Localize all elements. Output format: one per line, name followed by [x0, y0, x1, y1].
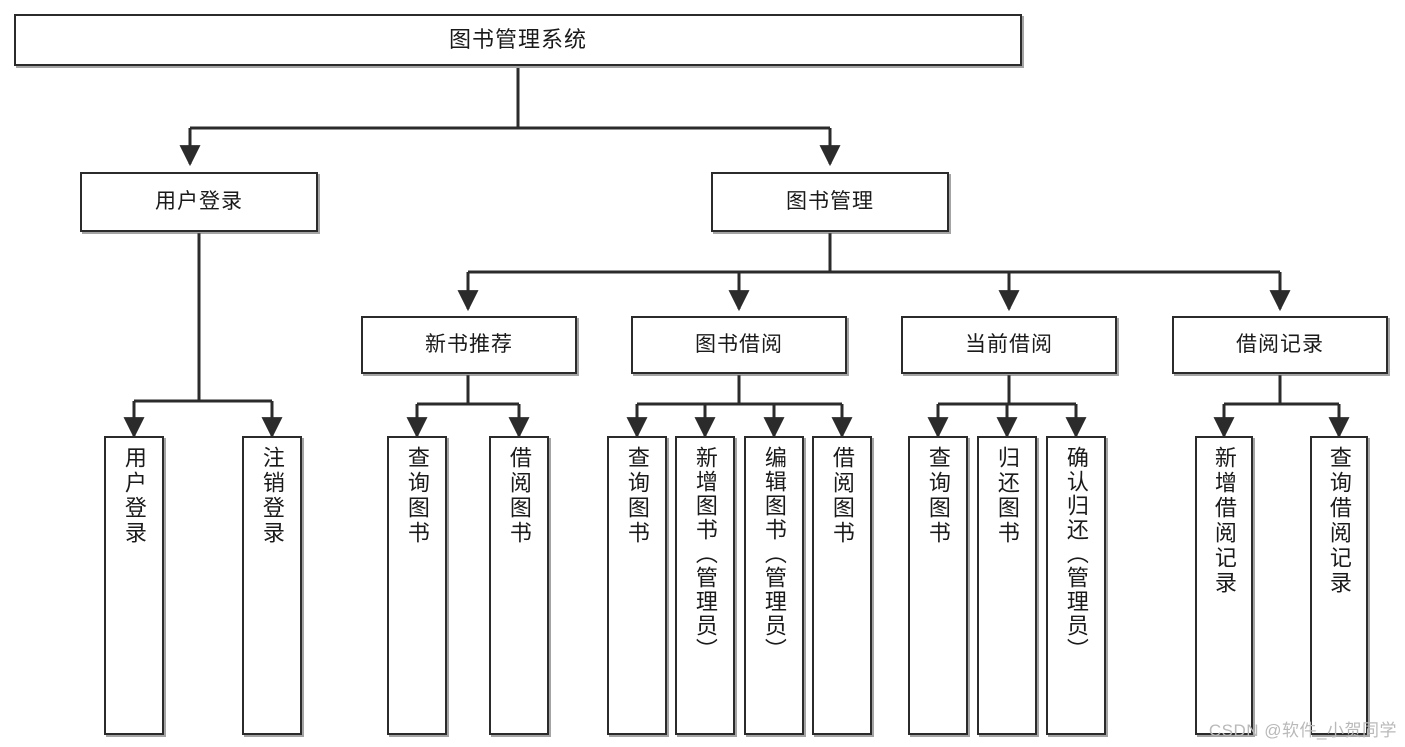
leaf-user-login[interactable]: 用户登录	[104, 436, 164, 735]
node-label: 图书借阅	[695, 332, 783, 356]
leaf-record-add-record[interactable]: 新增借阅记录	[1195, 436, 1253, 735]
leaf-borrow-edit-book-admin[interactable]: 编辑图书（管理员）	[744, 436, 804, 735]
node-label: 查询图书	[624, 446, 650, 546]
leaf-borrow-query-book[interactable]: 查询图书	[607, 436, 667, 735]
leaf-current-return-book[interactable]: 归还图书	[977, 436, 1037, 735]
leaf-borrow-add-book-admin[interactable]: 新增图书（管理员）	[675, 436, 735, 735]
node-label: 当前借阅	[965, 332, 1053, 356]
node-label: 用户登录	[121, 446, 147, 546]
node-label: 编辑图书（管理员）	[761, 446, 787, 662]
node-label: 新增借阅记录	[1211, 446, 1237, 596]
leaf-logout[interactable]: 注销登录	[242, 436, 302, 735]
node-label: 新书推荐	[425, 332, 513, 356]
leaf-current-query-book[interactable]: 查询图书	[908, 436, 968, 735]
node-label: 借阅图书	[506, 446, 532, 546]
node-label: 注销登录	[259, 446, 285, 546]
node-label: 查询图书	[925, 446, 951, 546]
leaf-borrow-borrow-book[interactable]: 借阅图书	[812, 436, 872, 735]
node-label: 用户登录	[155, 189, 243, 213]
node-label: 确认归还（管理员）	[1063, 446, 1089, 662]
node-book-borrow[interactable]: 图书借阅	[631, 316, 847, 374]
node-label: 图书管理	[786, 189, 874, 213]
node-label: 查询借阅记录	[1326, 446, 1352, 596]
leaf-record-query-record[interactable]: 查询借阅记录	[1310, 436, 1368, 735]
node-label: 借阅记录	[1236, 332, 1324, 356]
leaf-newbook-query-book[interactable]: 查询图书	[387, 436, 447, 735]
node-new-book-recommend[interactable]: 新书推荐	[361, 316, 577, 374]
node-user-login[interactable]: 用户登录	[80, 172, 318, 232]
leaf-newbook-borrow-book[interactable]: 借阅图书	[489, 436, 549, 735]
node-label: 归还图书	[994, 446, 1020, 546]
node-root-system[interactable]: 图书管理系统	[14, 14, 1022, 66]
node-book-management[interactable]: 图书管理	[711, 172, 949, 232]
node-label: 图书管理系统	[448, 27, 587, 53]
leaf-current-confirm-return-admin[interactable]: 确认归还（管理员）	[1046, 436, 1106, 735]
node-label: 新增图书（管理员）	[692, 446, 718, 662]
node-label: 借阅图书	[829, 446, 855, 546]
node-label: 查询图书	[404, 446, 430, 546]
node-borrow-record[interactable]: 借阅记录	[1172, 316, 1388, 374]
node-current-borrow[interactable]: 当前借阅	[901, 316, 1117, 374]
